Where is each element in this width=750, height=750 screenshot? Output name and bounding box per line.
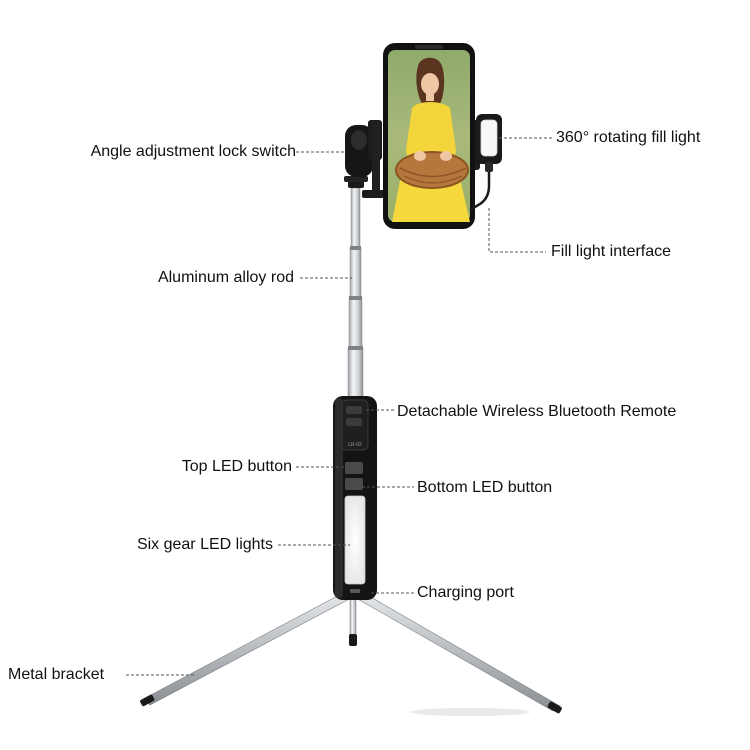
label-bottom-led: Bottom LED button (417, 479, 553, 496)
label-fill-interface: Fill light interface (551, 243, 672, 260)
led-light-panel (344, 495, 366, 585)
leg-tip-center (349, 634, 357, 646)
label-remote: Detachable Wireless Bluetooth Remote (397, 403, 677, 420)
smartphone (383, 43, 475, 229)
leg-tip-right (547, 701, 562, 714)
fill-light-cable (469, 164, 491, 212)
remote-print: LR-02 (348, 442, 362, 448)
leader-lines (126, 137, 552, 676)
tripod-leg-right (355, 591, 561, 712)
fill-light (469, 114, 502, 212)
leg-tip-left (140, 694, 155, 707)
label-bracket: Metal bracket (8, 666, 105, 683)
leader-fill-interface (488, 208, 546, 253)
label-charging: Charging port (417, 584, 514, 601)
tripod-legs (140, 591, 562, 716)
charging-port-shape (350, 589, 360, 593)
label-angle-lock: Angle adjustment lock switch (90, 143, 296, 160)
tripod-leg-center (349, 595, 357, 637)
leader-charging (371, 592, 414, 594)
led-top-button-shape (345, 462, 363, 474)
ground-shadow (410, 708, 530, 716)
grip-handle: LR-02 (333, 396, 377, 600)
label-fill-light: 360° rotating fill light (556, 129, 701, 146)
tripod-leg-left (142, 591, 352, 706)
basket (395, 151, 469, 189)
led-bottom-button-shape (345, 478, 363, 490)
label-six-gear: Six gear LED lights (136, 536, 273, 553)
aluminum-rod (347, 187, 364, 399)
label-top-led: Top LED button (181, 458, 292, 475)
label-rod: Aluminum alloy rod (157, 269, 294, 286)
